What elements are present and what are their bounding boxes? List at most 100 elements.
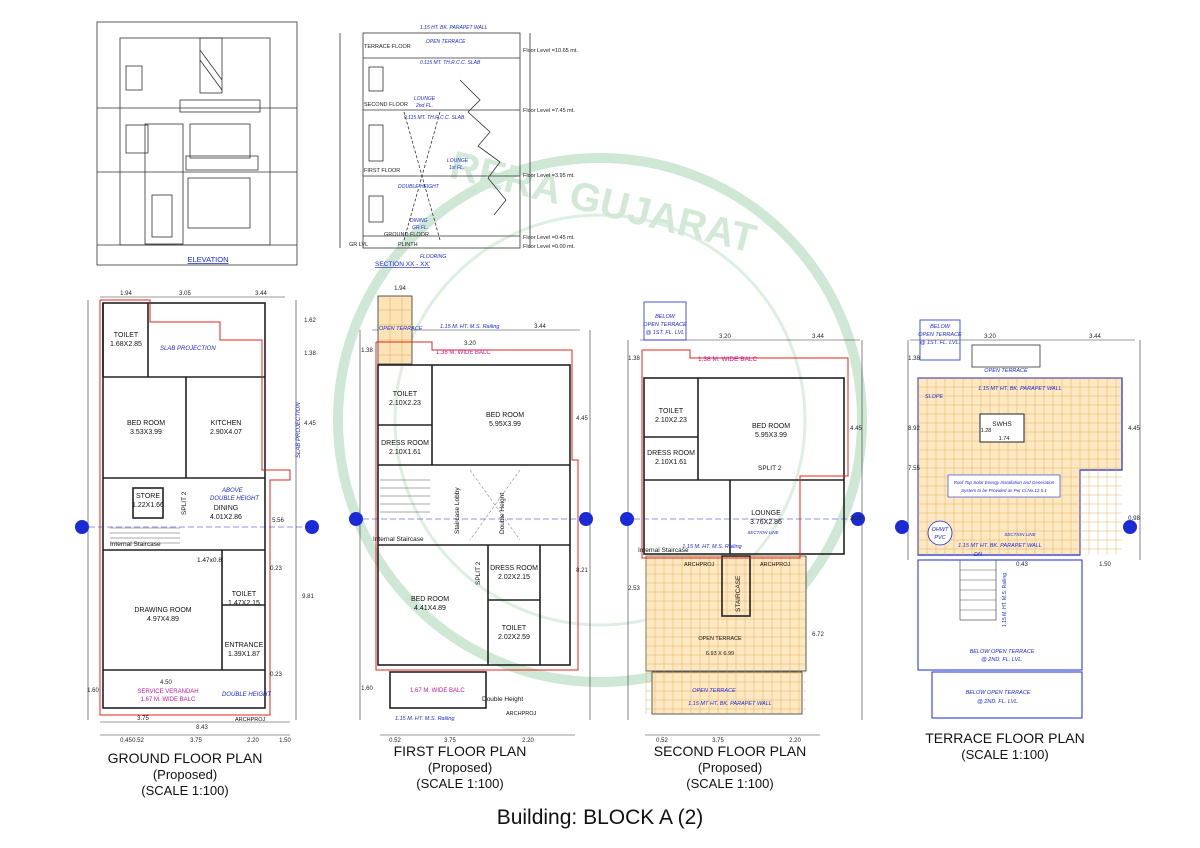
sf-room-lounge-size: 3.76X2.86 (750, 519, 782, 526)
sf-dim-side-1: 1.38 (628, 356, 640, 362)
ff-staircase-lobby: Staircase Lobby (454, 487, 461, 534)
ground-floor-scale: (SCALE 1:100) (141, 783, 229, 798)
tf-dim-side-3: 0.98 (1128, 516, 1140, 522)
gf-archproj: ARCHPROJ (235, 717, 266, 723)
tf-below-mid-2: @ 2ND. FL. LVL. (981, 657, 1023, 663)
sf-below-lvl: @ 1ST. FL. LVL (646, 330, 685, 336)
ff-ms-railing-top: 1.15 M. HT. M.S. Railing (440, 324, 500, 330)
gf-dim-bottom-3: 3.75 (190, 738, 202, 744)
sf-wide-balc: 1.38 M. WIDE BALC (698, 356, 758, 363)
gf-room-dining-size: 4.01X2.86 (210, 514, 242, 521)
ff-wide-balc-top: 1.38 M. WIDE BALC (436, 350, 491, 356)
gf-room-entrance-size: 1.39X1.87 (228, 651, 260, 658)
gf-dim-side-4: 5.56 (272, 518, 284, 524)
terrace-floor-scale: (SCALE 1:100) (961, 747, 1049, 762)
sf-room-dress: DRESS ROOM (647, 450, 695, 457)
ff-internal-staircase: Internal Staircase (373, 536, 424, 543)
ff-open-terrace: OPEN TERRACE (379, 326, 423, 332)
section-ground-floor: GROUND FLOOR (384, 232, 429, 238)
gf-dim-side-3: 4.45 (304, 421, 316, 427)
sf-split: SPLIT 2 (758, 465, 782, 472)
section-slab: 0.115 MT. TH.R.C.C. SLAB (420, 60, 481, 66)
sf-staircase: STAIRCASE (735, 575, 742, 612)
tf-swhs-h: 1.28 (981, 428, 992, 434)
ff-room-dress2-size: 2.02X2.15 (498, 574, 530, 581)
second-floor-title: SECOND FLOOR PLAN (653, 743, 807, 759)
ff-room-toilet2: TOILET (502, 625, 527, 632)
ff-room-bedroom: BED ROOM (486, 412, 524, 419)
first-floor-title: FIRST FLOOR PLAN (393, 743, 527, 759)
gf-dim-bottom-5: 1.50 (279, 738, 291, 744)
section-lounge1: LOUNGE (447, 158, 469, 164)
section-lounge1b: 1st FL. (449, 165, 464, 171)
tf-dim-small-1: 1.50 (1099, 562, 1111, 568)
ff-dim-bottom-1: 0.52 (389, 738, 401, 744)
sf-open-terrace-bottom: OPEN TERRACE (692, 688, 736, 694)
gf-dim-side-5: 9.81 (302, 594, 314, 600)
section-slab-2: 0.115 MT. TH.R.C.C. SLAB (404, 115, 465, 121)
sf-archproj-2: ARCHPROJ (760, 562, 791, 568)
gf-slab-projection: SLAB PROJECTION (160, 346, 216, 352)
gf-dim-side-1: 1.62 (304, 318, 316, 324)
ff-wide-balc-bottom: 1.67 M. WIDE BALC (410, 688, 465, 694)
gf-room-toilet-size: 1.68X2.85 (110, 341, 142, 348)
tf-parapet-2: 1.15 MT HT. BK. PARAPET WALL (958, 543, 1042, 549)
building-title: Building: BLOCK A (2) (496, 806, 704, 829)
gf-dim-top-1: 1.94 (120, 291, 132, 297)
gf-room-toilet2-size: 1.47X2.15 (228, 600, 260, 607)
sf-room-toilet: TOILET (659, 408, 684, 415)
gf-slab-projection-side: SLAB PROJECTION (296, 402, 302, 458)
tf-below-bot-1: BELOW OPEN TERRACE (966, 690, 1031, 696)
ground-floor-title-block: GROUND FLOOR PLAN (Proposed) (SCALE 1:10… (100, 750, 270, 799)
second-floor-title-block: SECOND FLOOR PLAN (Proposed) (SCALE 1:10… (650, 743, 810, 792)
section-level-5: Floor Level =0.00 mt. (523, 244, 575, 250)
tf-dim-side-4: 7.55 (908, 466, 920, 472)
sf-dim-side-2: 4.45 (850, 426, 862, 432)
ff-dim-bottom-3: 2.20 (522, 738, 534, 744)
ff-room-bedroom2-size: 4.41X4.89 (414, 605, 446, 612)
sf-dim-side-5: 6.72 (812, 632, 824, 638)
tf-dim-side-2: 4.45 (1128, 426, 1140, 432)
tf-open-terrace: OPEN TERRACE (984, 368, 1028, 374)
tf-dim-side-1: 1.38 (908, 356, 920, 362)
tf-slope: SLOPE (925, 394, 944, 400)
gf-dim-top-3: 3.44 (255, 291, 267, 297)
gf-dim-side-7: 0.23 (270, 566, 282, 572)
ff-dim-side-2: 4.45 (576, 416, 588, 422)
gf-dim-side-2: 1.38 (304, 351, 316, 357)
tf-ohwt: OHWT (932, 527, 949, 533)
gf-room-drawing-size: 4.97X4.89 (147, 616, 179, 623)
elevation-label: ELEVATION (188, 255, 229, 264)
gf-dim-side-6: 1.60 (87, 688, 99, 694)
ground-floor-proposed: (Proposed) (152, 767, 218, 782)
sf-archproj-1: ARCHPROJ (684, 562, 715, 568)
sf-dim-top-1: 3.20 (719, 334, 731, 340)
gf-above: ABOVE (221, 488, 244, 494)
ff-dim-top-3: 3.44 (534, 324, 546, 330)
gf-dim-top-2: 3.05 (179, 291, 191, 297)
sf-room-bedroom: BED ROOM (752, 423, 790, 430)
gf-room-drawing: DRAWING ROOM (134, 607, 191, 614)
tf-note-2: System to be Provided as Per Cl.No.12.5.… (961, 488, 1047, 493)
gf-dim-bottom-6: 4.50 (160, 680, 172, 686)
sf-below: BELOW (655, 314, 676, 320)
first-floor-proposed: (Proposed) (427, 760, 493, 775)
gf-room-entrance: ENTRANCE (225, 642, 264, 649)
second-floor-scale: (SCALE 1:100) (686, 776, 774, 791)
gf-double-height-2: DOUBLE HEIGHT (222, 692, 272, 698)
gf-room-bedroom-size: 3.53X3.99 (130, 429, 162, 436)
sf-section-line: SECTION LINE (747, 530, 779, 535)
sf-room-dress-size: 2.10X1.61 (655, 459, 687, 466)
ff-room-dress2: DRESS ROOM (490, 565, 538, 572)
section-parapet: 1.15 HT. BK. PARAPET WALL (420, 25, 488, 31)
tf-swhs-w: 1.74 (999, 436, 1010, 442)
tf-below-top-3: @ 1ST. FL. LVL. (920, 340, 960, 346)
ff-dim-side-1: 1.38 (361, 348, 373, 354)
ff-room-bedroom2: BED ROOM (411, 596, 449, 603)
gf-service-verandah: SERVICE VERANDAH (137, 689, 198, 695)
tf-swhs: SWHS (992, 421, 1012, 428)
gf-room-dining: DINING (214, 505, 239, 512)
gf-split: SPLIT 2 (181, 491, 188, 515)
